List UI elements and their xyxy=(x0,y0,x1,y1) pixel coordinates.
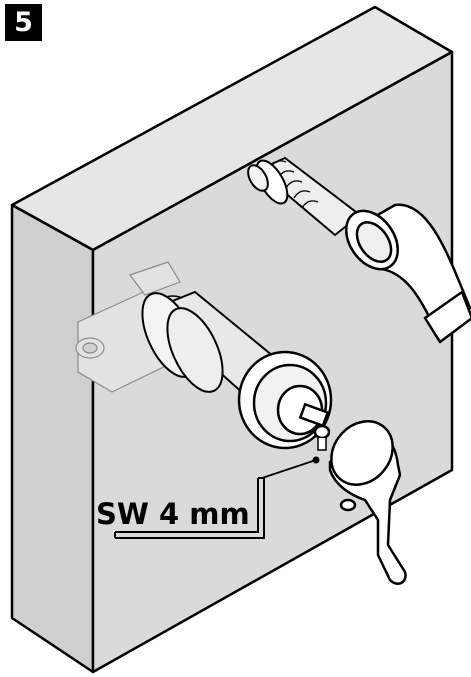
spout-pipe xyxy=(247,156,362,237)
pointer-line xyxy=(261,459,317,479)
shower-spout-icon xyxy=(345,203,471,344)
cartridge-spindle xyxy=(298,402,330,428)
tool-size-label: SW 4 mm xyxy=(96,497,250,531)
lever-grub-screw-hole xyxy=(339,498,357,512)
wall-side-face xyxy=(10,203,95,674)
hex-key-icon xyxy=(114,477,265,539)
cartridge-escutcheon xyxy=(237,350,333,451)
mixer-lever-icon xyxy=(328,420,407,585)
pointer-dot xyxy=(312,456,320,464)
step-number-badge: 5 xyxy=(5,4,42,41)
grub-screw xyxy=(313,424,331,440)
